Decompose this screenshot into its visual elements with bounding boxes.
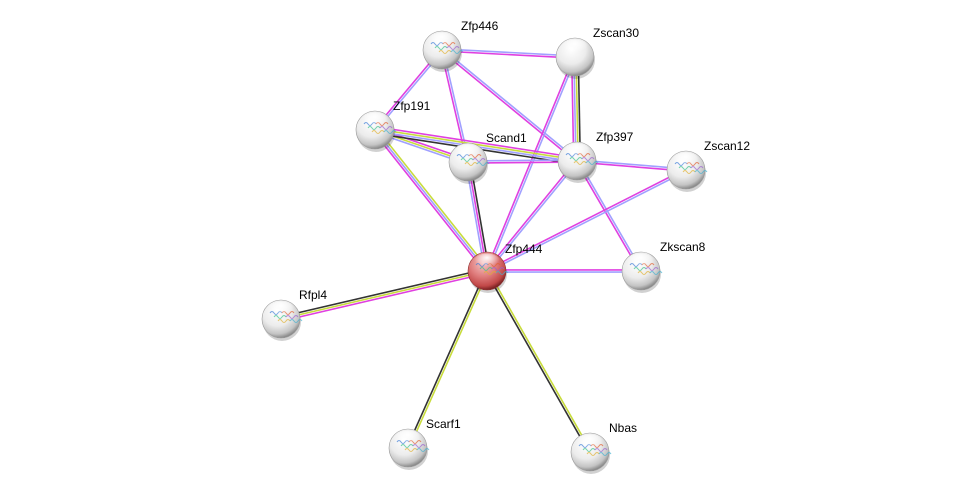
node-highlight — [454, 144, 482, 162]
edge-zfp446-zfp397[interactable] — [440, 48, 579, 163]
node-label: Zfp446 — [461, 19, 499, 33]
edge-evidence-yellow — [375, 128, 578, 161]
edge-evidence-magenta — [281, 272, 488, 322]
node-zscan12[interactable]: Zscan12 — [666, 139, 750, 192]
node-highlight — [561, 39, 589, 57]
node-highlight — [267, 301, 295, 319]
node-highlight — [428, 32, 456, 50]
edge-evidence-black — [280, 268, 487, 318]
node-highlight — [361, 112, 389, 130]
edge-evidence-magenta — [441, 50, 575, 59]
node-label: Nbas — [609, 421, 637, 435]
edge-zscan12-zfp444[interactable] — [486, 168, 687, 273]
node-highlight — [576, 434, 604, 452]
node-label: Zfp444 — [505, 242, 543, 256]
node-highlight — [394, 430, 422, 448]
edge-rfpl4-zfp444[interactable] — [280, 268, 488, 322]
node-label: Zfp191 — [393, 99, 431, 113]
node-label: Rfpl4 — [299, 288, 327, 302]
edge-evidence-magenta — [440, 50, 577, 163]
node-scarf1[interactable]: Scarf1 — [388, 417, 461, 470]
node-label: Zscan30 — [593, 26, 639, 40]
node-label: Zscan12 — [704, 139, 750, 153]
edge-evidence-magenta — [372, 130, 486, 273]
edge-evidence-blue — [374, 129, 488, 272]
node-label: Zfp397 — [596, 130, 634, 144]
edge-zfp397-zkscan8[interactable] — [575, 160, 643, 272]
node-zfp446[interactable]: Zfp446 — [422, 19, 499, 72]
edge-evidence-black — [406, 270, 487, 448]
node-label: Zkscan8 — [660, 240, 706, 254]
node-zfp191[interactable]: Zfp191 — [355, 99, 431, 152]
node-highlight — [627, 253, 655, 271]
edge-zscan30-zfp444[interactable] — [485, 56, 577, 272]
node-label: Scand1 — [486, 131, 527, 145]
node-zfp397[interactable]: Zfp397 — [557, 130, 634, 183]
edge-evidence-yellow — [487, 270, 592, 452]
edge-zfp397-zfp444[interactable] — [485, 159, 579, 273]
node-highlight — [563, 143, 591, 161]
edge-zfp446-zscan30[interactable] — [441, 48, 576, 59]
edge-evidence-yellow — [408, 271, 489, 449]
edge-evidence-magenta — [485, 159, 577, 271]
node-zkscan8[interactable]: Zkscan8 — [621, 240, 706, 293]
edge-evidence-blue — [442, 48, 579, 161]
edge-zkscan8-zfp444[interactable] — [487, 269, 641, 273]
edge-evidence-blue — [442, 48, 576, 57]
node-scand1[interactable]: Scand1 — [448, 131, 527, 184]
edge-evidence-magenta — [485, 56, 575, 271]
edge-evidence-magenta — [575, 161, 641, 272]
edge-zfp191-zfp444[interactable] — [372, 128, 490, 273]
edge-evidence-yellow — [280, 270, 488, 320]
edge-evidence-magenta — [375, 125, 578, 159]
edge-evidence-blue — [487, 161, 579, 273]
edge-evidence-blue — [577, 160, 643, 271]
edge-evidence-blue — [487, 57, 577, 272]
node-nbas[interactable]: Nbas — [570, 421, 637, 474]
node-zscan30[interactable]: Zscan30 — [555, 26, 639, 79]
edge-nbas-zfp444[interactable] — [485, 270, 592, 453]
edge-evidence-yellow — [376, 128, 490, 271]
node-highlight — [473, 253, 501, 271]
edge-evidence-blue — [487, 170, 687, 273]
edge-evidence-black — [485, 271, 590, 453]
edge-layer — [280, 48, 687, 453]
node-label: Scarf1 — [426, 417, 461, 431]
edge-scarf1-zfp444[interactable] — [406, 270, 489, 449]
node-zfp444[interactable]: Zfp444 — [467, 242, 543, 293]
node-rfpl4[interactable]: Rfpl4 — [261, 288, 327, 341]
node-highlight — [672, 152, 700, 170]
edge-evidence-magenta — [486, 168, 686, 271]
